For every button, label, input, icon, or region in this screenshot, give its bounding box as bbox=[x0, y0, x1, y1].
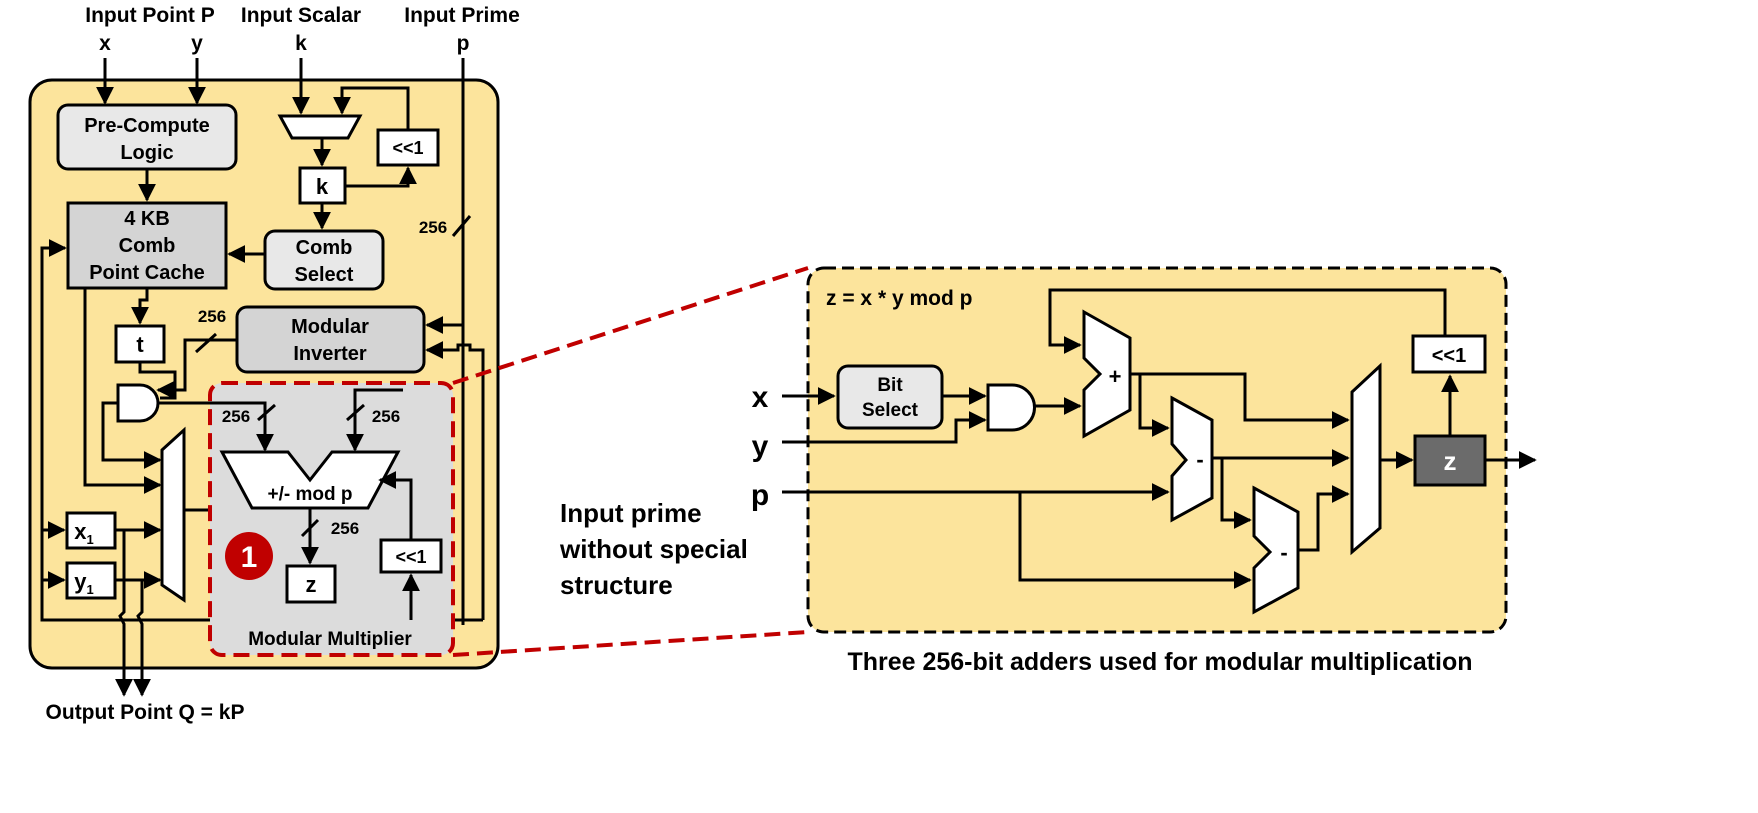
z-register-mult: z bbox=[285, 564, 337, 604]
comb-select-label-2: Select bbox=[295, 264, 354, 286]
and-gate-left bbox=[116, 383, 160, 423]
input-y-label: y bbox=[191, 32, 203, 55]
y1-register: y1 bbox=[65, 561, 117, 600]
detail-x-label: x bbox=[752, 381, 769, 414]
z-register-mult-label: z bbox=[306, 572, 317, 597]
subtractor-1: - bbox=[1170, 395, 1214, 523]
t-register: t bbox=[114, 324, 166, 364]
input-p-label: p bbox=[457, 32, 470, 55]
inverter-label-2: Inverter bbox=[293, 343, 367, 365]
subtractor-2-label: - bbox=[1280, 540, 1287, 565]
shift-left-block-detail: <<1 bbox=[1411, 334, 1487, 374]
shift-left-label-mult: <<1 bbox=[395, 547, 426, 567]
multiplier-detail-panel bbox=[806, 266, 1508, 634]
x1-label: x1 bbox=[74, 519, 93, 547]
step-badge: 1 bbox=[225, 532, 273, 580]
bit-select-label-1: Bit bbox=[877, 375, 903, 396]
inverter-bus-width: 256 bbox=[198, 307, 226, 326]
modular-adder: +/- mod p bbox=[219, 450, 401, 510]
annotation-line-1: Input prime bbox=[560, 498, 702, 528]
caption: Three 256-bit adders used for modular mu… bbox=[847, 648, 1472, 676]
prime-bus-width: 256 bbox=[419, 218, 447, 237]
x1-register: x1 bbox=[65, 511, 117, 550]
mult-in1-width: 256 bbox=[222, 407, 250, 426]
subtractor-1-label: - bbox=[1196, 447, 1203, 472]
cache-label-3: Point Cache bbox=[89, 262, 205, 284]
adder-plus-label: + bbox=[1109, 364, 1122, 389]
shift-left-label-top: <<1 bbox=[392, 138, 423, 158]
precompute-logic-block: Pre-Compute Logic bbox=[56, 103, 238, 171]
detail-formula: z = x * y mod p bbox=[826, 287, 972, 310]
mult-out-width: 256 bbox=[331, 519, 359, 538]
comb-select-block: Comb Select bbox=[263, 229, 385, 291]
shift-left-label-detail: <<1 bbox=[1432, 345, 1466, 367]
y1-label: y1 bbox=[74, 569, 93, 597]
modular-inverter-block: Modular Inverter bbox=[235, 305, 426, 374]
input-prime-label: Input Prime bbox=[404, 4, 520, 27]
input-point-label: Input Point P bbox=[85, 4, 214, 27]
output-label: Output Point Q = kP bbox=[46, 701, 245, 724]
detail-y-label: y bbox=[752, 430, 769, 463]
z-register-detail-label: z bbox=[1444, 446, 1457, 476]
z-register-detail: z bbox=[1413, 434, 1487, 487]
annotation-line-3: structure bbox=[560, 570, 673, 600]
shift-left-block-mult: <<1 bbox=[379, 538, 443, 574]
inverter-label-1: Modular bbox=[291, 316, 369, 338]
adder-plus: + bbox=[1082, 309, 1132, 439]
cache-label-1: 4 KB bbox=[124, 208, 170, 230]
prime-bus-slash bbox=[451, 215, 472, 237]
comb-point-cache-block: 4 KB Comb Point Cache bbox=[66, 201, 228, 290]
output-mux-detail bbox=[1350, 362, 1382, 556]
detail-p-label: p bbox=[751, 479, 769, 512]
annotation-line-2: without special bbox=[559, 534, 748, 564]
precompute-label-2: Logic bbox=[120, 142, 173, 164]
input-k-label: k bbox=[295, 32, 307, 55]
input-wires bbox=[96, 58, 472, 625]
cache-label-2: Comb bbox=[119, 235, 176, 257]
bit-select-label-2: Select bbox=[862, 400, 919, 421]
k-register: k bbox=[298, 166, 347, 205]
step-badge-label: 1 bbox=[241, 541, 258, 574]
main-mux-left bbox=[160, 426, 186, 603]
scalar-mux bbox=[277, 114, 363, 140]
mult-in2-width: 256 bbox=[372, 407, 400, 426]
subtractor-2: - bbox=[1252, 485, 1300, 615]
k-register-label: k bbox=[316, 174, 329, 199]
modular-adder-label: +/- mod p bbox=[268, 484, 353, 505]
and-gate-detail bbox=[986, 383, 1036, 432]
comb-select-label-1: Comb bbox=[296, 237, 353, 259]
bit-select-block: Bit Select bbox=[836, 364, 944, 430]
t-register-label: t bbox=[136, 332, 144, 357]
input-x-label: x bbox=[99, 32, 111, 55]
shift-left-block-top: <<1 bbox=[376, 128, 440, 167]
input-scalar-label: Input Scalar bbox=[241, 4, 361, 27]
zoom-callout-lines bbox=[452, 266, 809, 657]
precompute-label-1: Pre-Compute bbox=[84, 115, 210, 137]
multiplier-title: Modular Multiplier bbox=[248, 629, 412, 650]
